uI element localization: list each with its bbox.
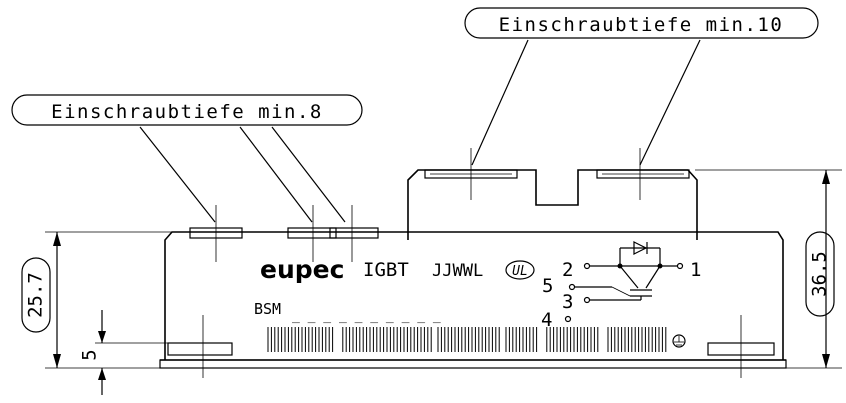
pin-1-label: 1 (690, 259, 701, 281)
height-base-value: 25.7 (25, 272, 47, 318)
ul-logo-icon: UL (505, 260, 535, 280)
foot-value: 5 (79, 349, 101, 360)
depth-leaders-right (471, 39, 701, 166)
brand-logo-text: eupec (260, 255, 344, 284)
depth-label-right: Einschraubtiefe min.10 (464, 7, 819, 39)
module-marking: eupec IGBT JJWWL UL BSM _ _ _ _ _ _ _ _ … (254, 255, 535, 324)
dimension-height-base: 25.7 (21, 231, 175, 369)
part-prefix-text: BSM (254, 300, 281, 318)
svg-text:UL: UL (512, 264, 528, 279)
pin-5-label: 5 (542, 275, 553, 297)
pin-3-label: 3 (562, 291, 573, 313)
ground-icon (672, 334, 686, 348)
depth-label-right-text: Einschraubtiefe min.10 (499, 14, 784, 36)
module-type-text: IGBT (363, 259, 409, 281)
pin-4-label: 4 (541, 309, 552, 331)
depth-leaders-left (139, 126, 346, 223)
dimension-foot: 5 (79, 310, 168, 395)
date-code-text: JJWWL (432, 261, 483, 281)
module-body (159, 205, 787, 378)
dimension-height-total: 36.5 (695, 169, 842, 369)
pin-2-label: 2 (562, 259, 573, 281)
height-total-value: 36.5 (809, 251, 831, 297)
rib-pattern (267, 327, 667, 352)
circuit-schematic: 2 5 3 4 1 (541, 241, 701, 331)
part-number-blank: _ _ _ _ _ _ _ _ _ _ (292, 309, 441, 324)
depth-label-left-text: Einschraubtiefe min.8 (51, 101, 323, 123)
depth-label-left: Einschraubtiefe min.8 (11, 94, 363, 126)
upper-housing (407, 148, 698, 240)
